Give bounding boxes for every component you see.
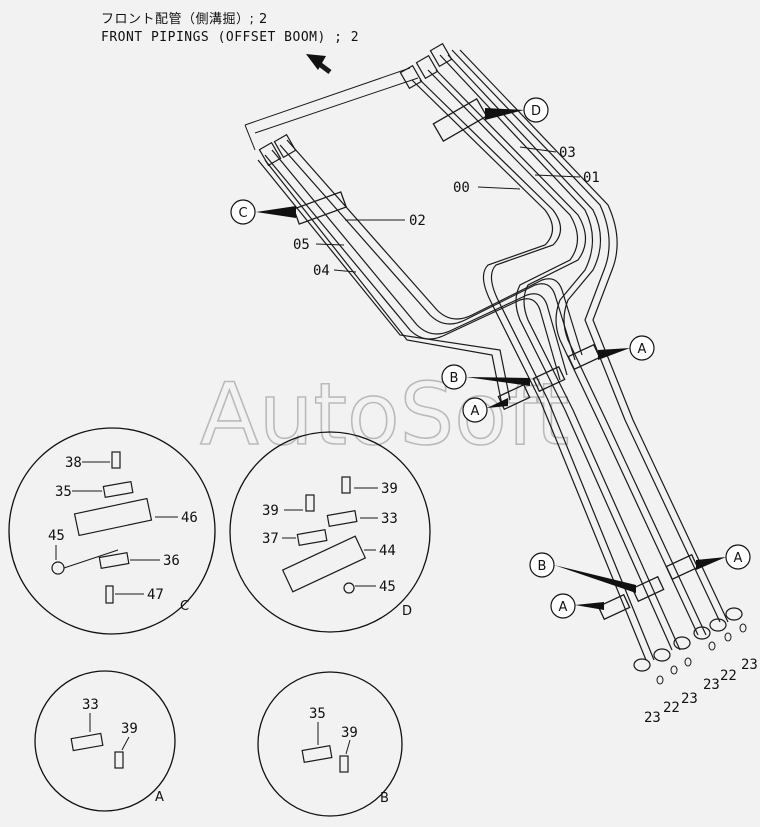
detail-b: 35 39 B: [257, 671, 403, 817]
detail-c-name: C: [180, 599, 189, 614]
detail-b-name: B: [380, 791, 389, 806]
seal-label-4: 23: [703, 677, 720, 693]
svg-text:B: B: [450, 371, 459, 386]
pipe-right-group: [411, 49, 729, 661]
seal-label-3: 23: [681, 691, 698, 707]
detail-d: 39 39 33 37 44 45 D: [229, 431, 431, 633]
svg-text:A: A: [559, 600, 568, 615]
callout-d-main: D: [485, 97, 549, 123]
label-02: 02: [409, 213, 426, 229]
detail-b-part-39: 39: [341, 725, 358, 741]
callout-a-lower-right: A: [696, 544, 751, 570]
callout-a-lower-left: A: [550, 593, 604, 619]
detail-d-part-45: 45: [379, 579, 396, 595]
callout-a-left: A: [462, 397, 508, 423]
label-01: 01: [583, 170, 600, 186]
detail-a-part-39: 39: [121, 721, 138, 737]
seal-label-6: 23: [741, 657, 758, 673]
detail-a-name: A: [155, 790, 164, 805]
callout-b-lower: B: [529, 552, 636, 593]
svg-text:A: A: [471, 404, 480, 419]
diagram-title-japanese: フロント配管（側溝掘）; 2: [101, 12, 268, 27]
pipe-left-group: [257, 139, 583, 406]
detail-c-part-46: 46: [181, 510, 198, 526]
boom-outline: [244, 67, 419, 151]
seal-rings: [656, 623, 747, 685]
detail-c: 38 35 46 45 36 47 C: [8, 427, 216, 635]
callout-b-upper: B: [441, 364, 530, 390]
detail-a-part-33: 33: [82, 697, 99, 713]
diagram-title-english: FRONT PIPINGS (OFFSET BOOM) ; 2: [101, 30, 360, 45]
svg-text:C: C: [238, 206, 247, 221]
callout-a-upper: A: [598, 335, 655, 361]
detail-a: 33 39 A: [34, 670, 176, 812]
label-03: 03: [559, 145, 576, 161]
seal-labels: 23 22 23 23 22 23: [644, 657, 758, 726]
seal-label-1: 23: [644, 710, 661, 726]
detail-d-part-39-left: 39: [262, 503, 279, 519]
front-direction-arrow-icon: [306, 54, 332, 74]
svg-text:A: A: [638, 342, 647, 357]
label-05: 05: [293, 237, 310, 253]
detail-c-part-45: 45: [48, 528, 65, 544]
detail-c-part-47: 47: [147, 587, 164, 603]
detail-b-part-35: 35: [309, 706, 326, 722]
detail-d-part-33: 33: [381, 511, 398, 527]
seal-label-2: 22: [663, 700, 680, 716]
detail-c-part-38: 38: [65, 455, 82, 471]
seal-label-5: 22: [720, 668, 737, 684]
svg-text:B: B: [538, 559, 547, 574]
label-00: 00: [453, 180, 470, 196]
detail-d-name: D: [402, 604, 412, 619]
detail-d-part-44: 44: [379, 543, 396, 559]
pipe-part-labels: 03 01 00 02 05 04: [293, 145, 600, 279]
detail-c-part-36: 36: [163, 553, 180, 569]
lower-fittings: [633, 607, 743, 672]
detail-d-part-37: 37: [262, 531, 279, 547]
detail-c-part-35: 35: [55, 484, 72, 500]
detail-d-part-39-right: 39: [381, 481, 398, 497]
svg-text:A: A: [734, 551, 743, 566]
label-04: 04: [313, 263, 330, 279]
svg-text:D: D: [531, 104, 541, 119]
pipe-bundle: [257, 42, 747, 685]
callout-c-main: C: [230, 199, 296, 225]
upper-fittings: [258, 42, 453, 167]
